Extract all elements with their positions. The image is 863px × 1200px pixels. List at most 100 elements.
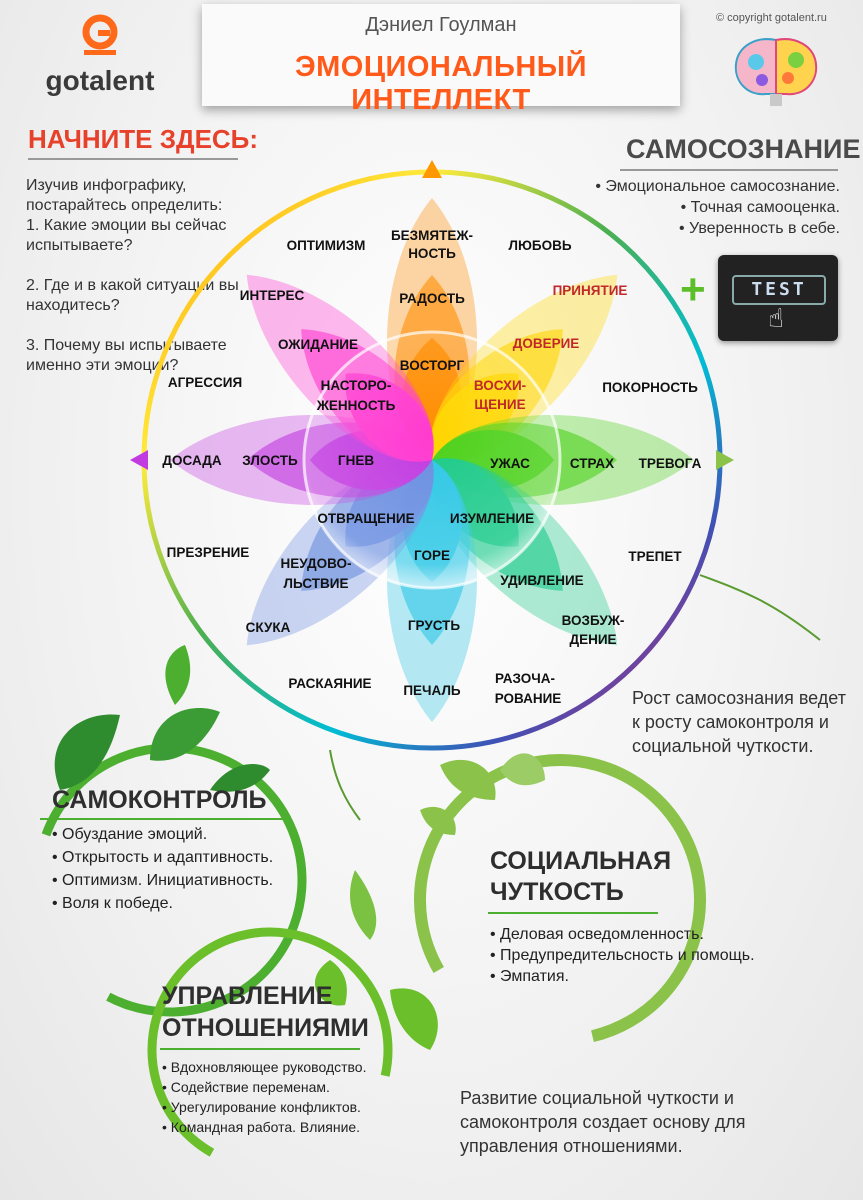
- emotion-label: ЩЕНИЕ: [474, 397, 525, 412]
- emotion-label: ГРУСТЬ: [408, 618, 461, 633]
- petal-outer: [387, 460, 477, 722]
- emotion-label: ДОВЕРИЕ: [513, 336, 580, 351]
- petal-mid: [394, 460, 470, 645]
- start-heading: НАЧНИТЕ ЗДЕСЬ:: [28, 124, 259, 154]
- emotion-label: ИЗУМЛЕНИЕ: [450, 511, 534, 526]
- leaf-icon: [165, 645, 191, 705]
- list-item: Уверенность в себе.: [430, 218, 840, 239]
- list-item: Открытость и адаптивность.: [52, 846, 273, 869]
- emotion-label: ОПТИМИЗМ: [287, 238, 366, 253]
- emotion-label: ДЕНИЕ: [569, 632, 616, 647]
- leaf-icon: [390, 988, 438, 1050]
- relations-title-line-2: ОТНОШЕНИЯМИ: [162, 1014, 369, 1042]
- start-intro: Изучив инфографику, постарайтесь определ…: [26, 177, 223, 214]
- emotion-label: УДИВЛЕНИЕ: [500, 573, 583, 588]
- divider: [40, 818, 290, 820]
- petal-mid: [432, 422, 617, 498]
- copyright-text: © copyright gotalent.ru: [716, 12, 827, 24]
- wheel-center-glass: [302, 330, 562, 590]
- emotion-label: ОЖИДАНИЕ: [278, 337, 358, 352]
- list-item: Содействие переменам.: [162, 1077, 366, 1097]
- petal-inner: [345, 373, 434, 462]
- petal-outer: [432, 415, 694, 505]
- emotion-label: РОВАНИЕ: [495, 691, 562, 706]
- emotion-label: НЕУДОВО-: [281, 556, 352, 571]
- leaf-icon: [500, 753, 545, 786]
- emotion-label: ПРЕЗРЕНИЕ: [167, 545, 250, 560]
- emotion-label: ВОСХИ-: [474, 378, 526, 393]
- petal-mid: [301, 458, 434, 591]
- growth-note: Рост самосознания ведет к росту самоконт…: [632, 688, 846, 756]
- question-2: 2. Где и в какой ситуации вы находитесь?: [26, 277, 239, 314]
- emotion-label: ТРЕВОГА: [639, 456, 702, 471]
- emotion-label: ЛЮБОВЬ: [508, 238, 571, 253]
- test-button[interactable]: TEST ☝: [718, 255, 838, 341]
- emotion-label: ВОСТОРГ: [400, 358, 465, 373]
- author-name: Дэниел Гоулман: [365, 14, 517, 36]
- list-item: Эмоциональное самосознание.: [430, 176, 840, 197]
- vine-icon: [699, 574, 821, 641]
- petal-outer: [430, 274, 618, 462]
- divider: [488, 912, 658, 914]
- leaf-icon: [150, 708, 220, 761]
- list-item: Командная работа. Влияние.: [162, 1117, 366, 1137]
- list-item: Деловая осведомленность.: [490, 924, 755, 945]
- social-list: Деловая осведомленность. Предупредительс…: [490, 924, 755, 987]
- list-item: Урегулирование конфликтов.: [162, 1097, 366, 1117]
- test-label: TEST: [732, 275, 826, 305]
- petal-outer: [430, 458, 618, 646]
- logo-text: gotalent: [45, 65, 155, 96]
- petal-inner: [402, 338, 462, 460]
- emotion-label: СТРАХ: [570, 456, 614, 471]
- list-item: Оптимизм. Инициативность.: [52, 869, 273, 892]
- emotion-label: УЖАС: [490, 456, 530, 471]
- petal-inner: [310, 430, 432, 490]
- emotion-label: ГНЕВ: [338, 453, 374, 468]
- petal-outer: [246, 458, 434, 646]
- divider: [160, 1048, 360, 1050]
- emotion-label: ЗЛОСТЬ: [242, 453, 298, 468]
- question-3: 3. Почему вы испытываете именно эти эмоц…: [26, 337, 227, 374]
- self-control-list: Обуздание эмоций. Открытость и адаптивно…: [52, 823, 273, 915]
- emotion-label: РАСКАЯНИЕ: [288, 676, 371, 691]
- petal-mid: [301, 329, 434, 462]
- list-item: Предупредительсность и помощь.: [490, 945, 754, 966]
- pointer-hand-icon: ☝: [768, 303, 784, 333]
- emotion-label: РАЗОЧА-: [495, 671, 555, 686]
- list-item: Вдохновляющее руководство.: [162, 1057, 367, 1077]
- leaf-icon: [350, 870, 377, 940]
- petal-mid: [430, 329, 563, 462]
- relations-ring: [147, 927, 393, 1173]
- page-title: ЭМОЦИОНАЛЬНЫЙ ИНТЕЛЛЕКТ: [294, 51, 588, 116]
- emotion-label: ГОРЕ: [414, 548, 450, 563]
- divider: [620, 169, 838, 171]
- arrow-right: [716, 450, 734, 470]
- social-heading: СОЦИАЛЬНАЯ ЧУТКОСТЬ: [490, 846, 690, 908]
- emotion-label: ВОЗБУЖ-: [562, 613, 625, 628]
- self-awareness-list: Эмоциональное самосознание. Точная самоо…: [430, 176, 840, 239]
- petal-mid: [394, 275, 470, 460]
- emotion-label: ПРИНЯТИЕ: [553, 283, 628, 298]
- gotalent-logo-icon: [82, 14, 118, 55]
- plus-icon: +: [680, 265, 706, 314]
- divider: [28, 158, 238, 160]
- list-item: Воля к победе.: [52, 892, 273, 915]
- emotion-label: НАСТОРО-: [321, 378, 392, 393]
- emotion-label: НОСТЬ: [408, 246, 456, 261]
- start-instructions: Изучив инфографику, постарайтесь определ…: [26, 176, 266, 396]
- emotion-label: СКУКА: [246, 620, 291, 635]
- social-title-line-1: СОЦИАЛЬНАЯ: [490, 847, 672, 875]
- petal-inner: [430, 458, 519, 547]
- emotion-label: РАДОСТЬ: [399, 291, 465, 306]
- emotion-label: ПОКОРНОСТЬ: [602, 380, 698, 395]
- list-item: Точная самооценка.: [430, 197, 840, 218]
- arrow-left: [130, 450, 148, 470]
- brain-icon: [734, 38, 818, 106]
- petal-inner: [432, 430, 554, 490]
- emotion-label: ДОСАДА: [162, 453, 221, 468]
- social-title-line-2: ЧУТКОСТЬ: [490, 878, 624, 906]
- emotion-label: ОТВРАЩЕНИЕ: [317, 511, 414, 526]
- leaf-icon: [440, 759, 496, 800]
- self-control-heading: САМОКОНТРОЛЬ: [52, 786, 267, 814]
- leaf-icon: [54, 714, 120, 790]
